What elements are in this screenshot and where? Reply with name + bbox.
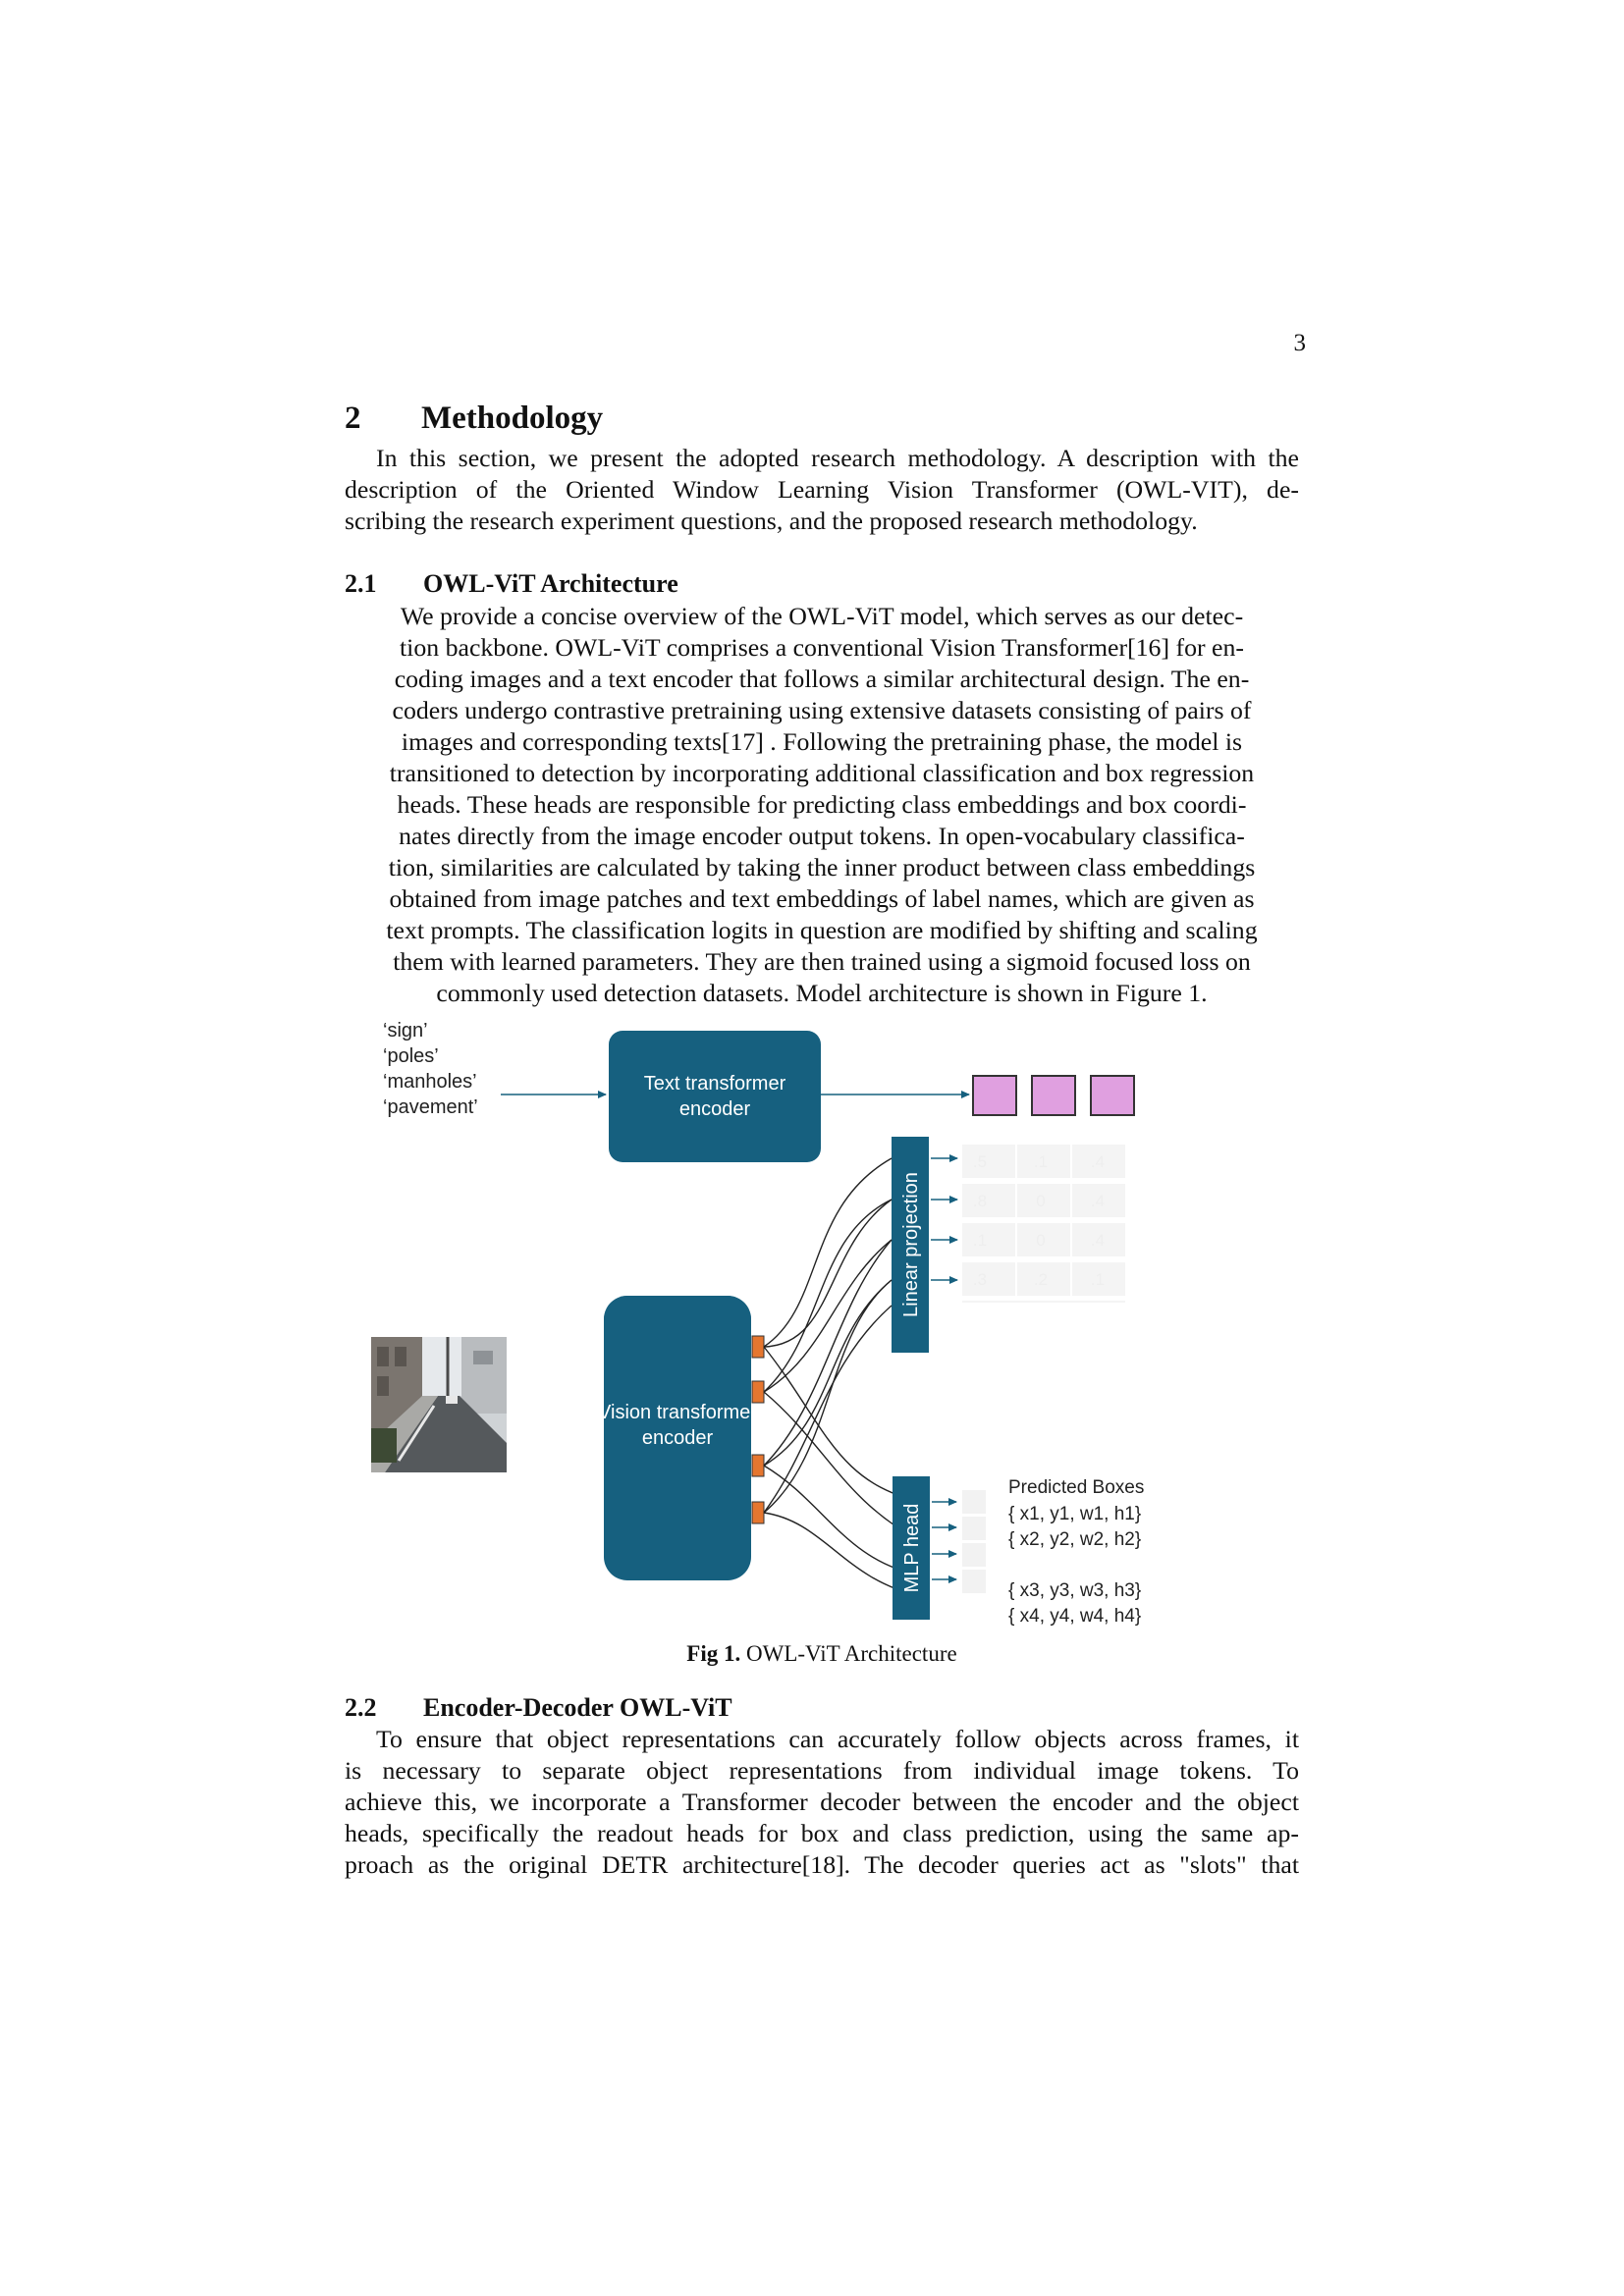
box-output-cell bbox=[962, 1490, 986, 1514]
grid-cell bbox=[1017, 1223, 1070, 1256]
similarity-grid: .5 .1 .4 .8 0 .4 .1 0 .4 .3 .2 .1 bbox=[962, 1145, 1125, 1303]
grid-value: 0 bbox=[1036, 1231, 1045, 1250]
text-line: heads, specifically the readout heads fo… bbox=[345, 1819, 1299, 1847]
subsection-title: OWL-ViT Architecture bbox=[423, 569, 678, 598]
text-line: coders undergo contrastive pretraining u… bbox=[392, 696, 1252, 724]
subsection-title: Encoder-Decoder OWL-ViT bbox=[423, 1693, 732, 1722]
grid-cell bbox=[1072, 1184, 1125, 1217]
predicted-box: { x1, y1, w1, h1} bbox=[1008, 1504, 1141, 1524]
mlp-head-label: MLP head bbox=[901, 1504, 923, 1593]
grid-value: .4 bbox=[1091, 1192, 1105, 1210]
query-manholes: ‘manholes’ bbox=[383, 1071, 477, 1093]
text-embedding-token bbox=[1090, 1075, 1135, 1116]
box-output-cell bbox=[962, 1517, 986, 1540]
grid-cell bbox=[962, 1145, 1015, 1178]
image-patch-token bbox=[751, 1454, 765, 1477]
text-line: them with learned parameters. They are t… bbox=[393, 947, 1251, 976]
box-output-cell bbox=[962, 1543, 986, 1567]
text-embedding-token bbox=[1031, 1075, 1076, 1116]
grid-cell bbox=[1017, 1184, 1070, 1217]
grid-value: .1 bbox=[1091, 1270, 1105, 1289]
text-line: We provide a concise overview of the OWL… bbox=[400, 602, 1244, 630]
image-patch-token bbox=[751, 1335, 765, 1359]
grid-value: .1 bbox=[973, 1231, 987, 1250]
predicted-box: { x4, y4, w4, h4} bbox=[1008, 1606, 1141, 1627]
predicted-boxes-title: Predicted Boxes bbox=[1008, 1477, 1144, 1498]
grid-cell bbox=[962, 1223, 1015, 1256]
linear-projection-block bbox=[892, 1137, 929, 1353]
text-line: coding images and a text encoder that fo… bbox=[394, 665, 1250, 693]
architecture-diagram: ‘sign’ ‘poles’ ‘manholes’ ‘pavement’ Tex… bbox=[371, 1020, 1144, 1627]
query-pavement: ‘pavement’ bbox=[383, 1096, 478, 1118]
grid-value: 0 bbox=[1036, 1192, 1045, 1210]
text-line: text prompts. The classification logits … bbox=[386, 916, 1258, 944]
text-encoder-label: encoder bbox=[679, 1098, 751, 1120]
caption-label: Fig 1. bbox=[686, 1641, 741, 1666]
grid-cell bbox=[962, 1184, 1015, 1217]
grid-cell bbox=[1072, 1145, 1125, 1178]
text-line: nates directly from the image encoder ou… bbox=[399, 822, 1245, 850]
subsection-number: 2.1 bbox=[345, 569, 377, 598]
text-line: images and corresponding texts[17] . Fol… bbox=[401, 727, 1243, 756]
encoder-decoder-paragraph: To ensure that object representations ca… bbox=[345, 1724, 1299, 1881]
grid-cell bbox=[1017, 1262, 1070, 1296]
text-encoder-label: Text transformer bbox=[644, 1073, 786, 1095]
text-line: To ensure that object representations ca… bbox=[376, 1725, 1299, 1753]
text-line: obtained from image patches and text emb… bbox=[389, 884, 1255, 913]
section-heading: 2 Methodology bbox=[345, 400, 603, 437]
text-line: tion, similarities are calculated by tak… bbox=[388, 853, 1256, 881]
grid-cell bbox=[1017, 1145, 1070, 1178]
subsection-heading-encoder-decoder: 2.2 Encoder-Decoder OWL-ViT bbox=[345, 1693, 732, 1723]
figure-caption: Fig 1. OWL-ViT Architecture bbox=[345, 1641, 1299, 1667]
vision-encoder-label: encoder bbox=[642, 1427, 714, 1449]
caption-text: OWL-ViT Architecture bbox=[740, 1641, 957, 1666]
grid-value: .5 bbox=[973, 1152, 987, 1171]
text-line: proach as the original DETR architecture… bbox=[345, 1850, 1299, 1879]
grid-cell bbox=[1072, 1262, 1125, 1296]
section-title: Methodology bbox=[421, 400, 604, 436]
linear-projection-label: Linear projection bbox=[900, 1172, 922, 1317]
text-line: tion backbone. OWL-ViT comprises a conve… bbox=[400, 633, 1244, 662]
image-patch-token bbox=[751, 1380, 765, 1404]
text-transformer-encoder bbox=[609, 1031, 821, 1162]
grid-value: .2 bbox=[1034, 1270, 1048, 1289]
box-output-cell bbox=[962, 1570, 986, 1593]
grid-value: .3 bbox=[973, 1270, 987, 1289]
query-poles: ‘poles’ bbox=[383, 1045, 439, 1067]
text-line: achieve this, we incorporate a Transform… bbox=[345, 1788, 1299, 1816]
text-line: heads. These heads are responsible for p… bbox=[397, 790, 1247, 819]
grid-cell bbox=[1072, 1223, 1125, 1256]
architecture-figure: ‘sign’ ‘poles’ ‘manholes’ ‘pavement’ Tex… bbox=[363, 1011, 1178, 1639]
grid-cell bbox=[962, 1262, 1015, 1296]
section-number: 2 bbox=[345, 400, 361, 436]
mlp-head-block bbox=[893, 1476, 930, 1620]
text-embedding-token bbox=[972, 1075, 1017, 1116]
text-line: description of the Oriented Window Learn… bbox=[345, 475, 1299, 504]
subsection-heading-owl-vit: 2.1 OWL-ViT Architecture bbox=[345, 569, 678, 599]
intro-paragraph: In this section, we present the adopted … bbox=[345, 443, 1299, 537]
vision-encoder-label: Vision transformer bbox=[598, 1402, 757, 1423]
query-sign: ‘sign’ bbox=[383, 1020, 428, 1041]
text-line: scribing the research experiment questio… bbox=[345, 507, 1198, 535]
subsection-number: 2.2 bbox=[345, 1693, 377, 1722]
predicted-box: { x3, y3, w3, h3} bbox=[1008, 1580, 1141, 1601]
owl-vit-paragraph: We provide a concise overview of the OWL… bbox=[345, 601, 1299, 1009]
text-line: In this section, we present the adopted … bbox=[376, 444, 1299, 472]
text-line: transitioned to detection by incorporati… bbox=[389, 759, 1255, 787]
grid-value: .4 bbox=[1091, 1152, 1105, 1171]
image-patch-token bbox=[751, 1501, 765, 1524]
input-street-image bbox=[371, 1337, 507, 1472]
grid-value: .8 bbox=[973, 1192, 987, 1210]
grid-value: .4 bbox=[1091, 1231, 1105, 1250]
text-line: is necessary to separate object represen… bbox=[345, 1756, 1299, 1785]
page-number: 3 bbox=[1293, 330, 1307, 356]
grid-value: .1 bbox=[1034, 1152, 1048, 1171]
predicted-box: { x2, y2, w2, h2} bbox=[1008, 1529, 1141, 1550]
text-line: commonly used detection datasets. Model … bbox=[436, 979, 1208, 1007]
